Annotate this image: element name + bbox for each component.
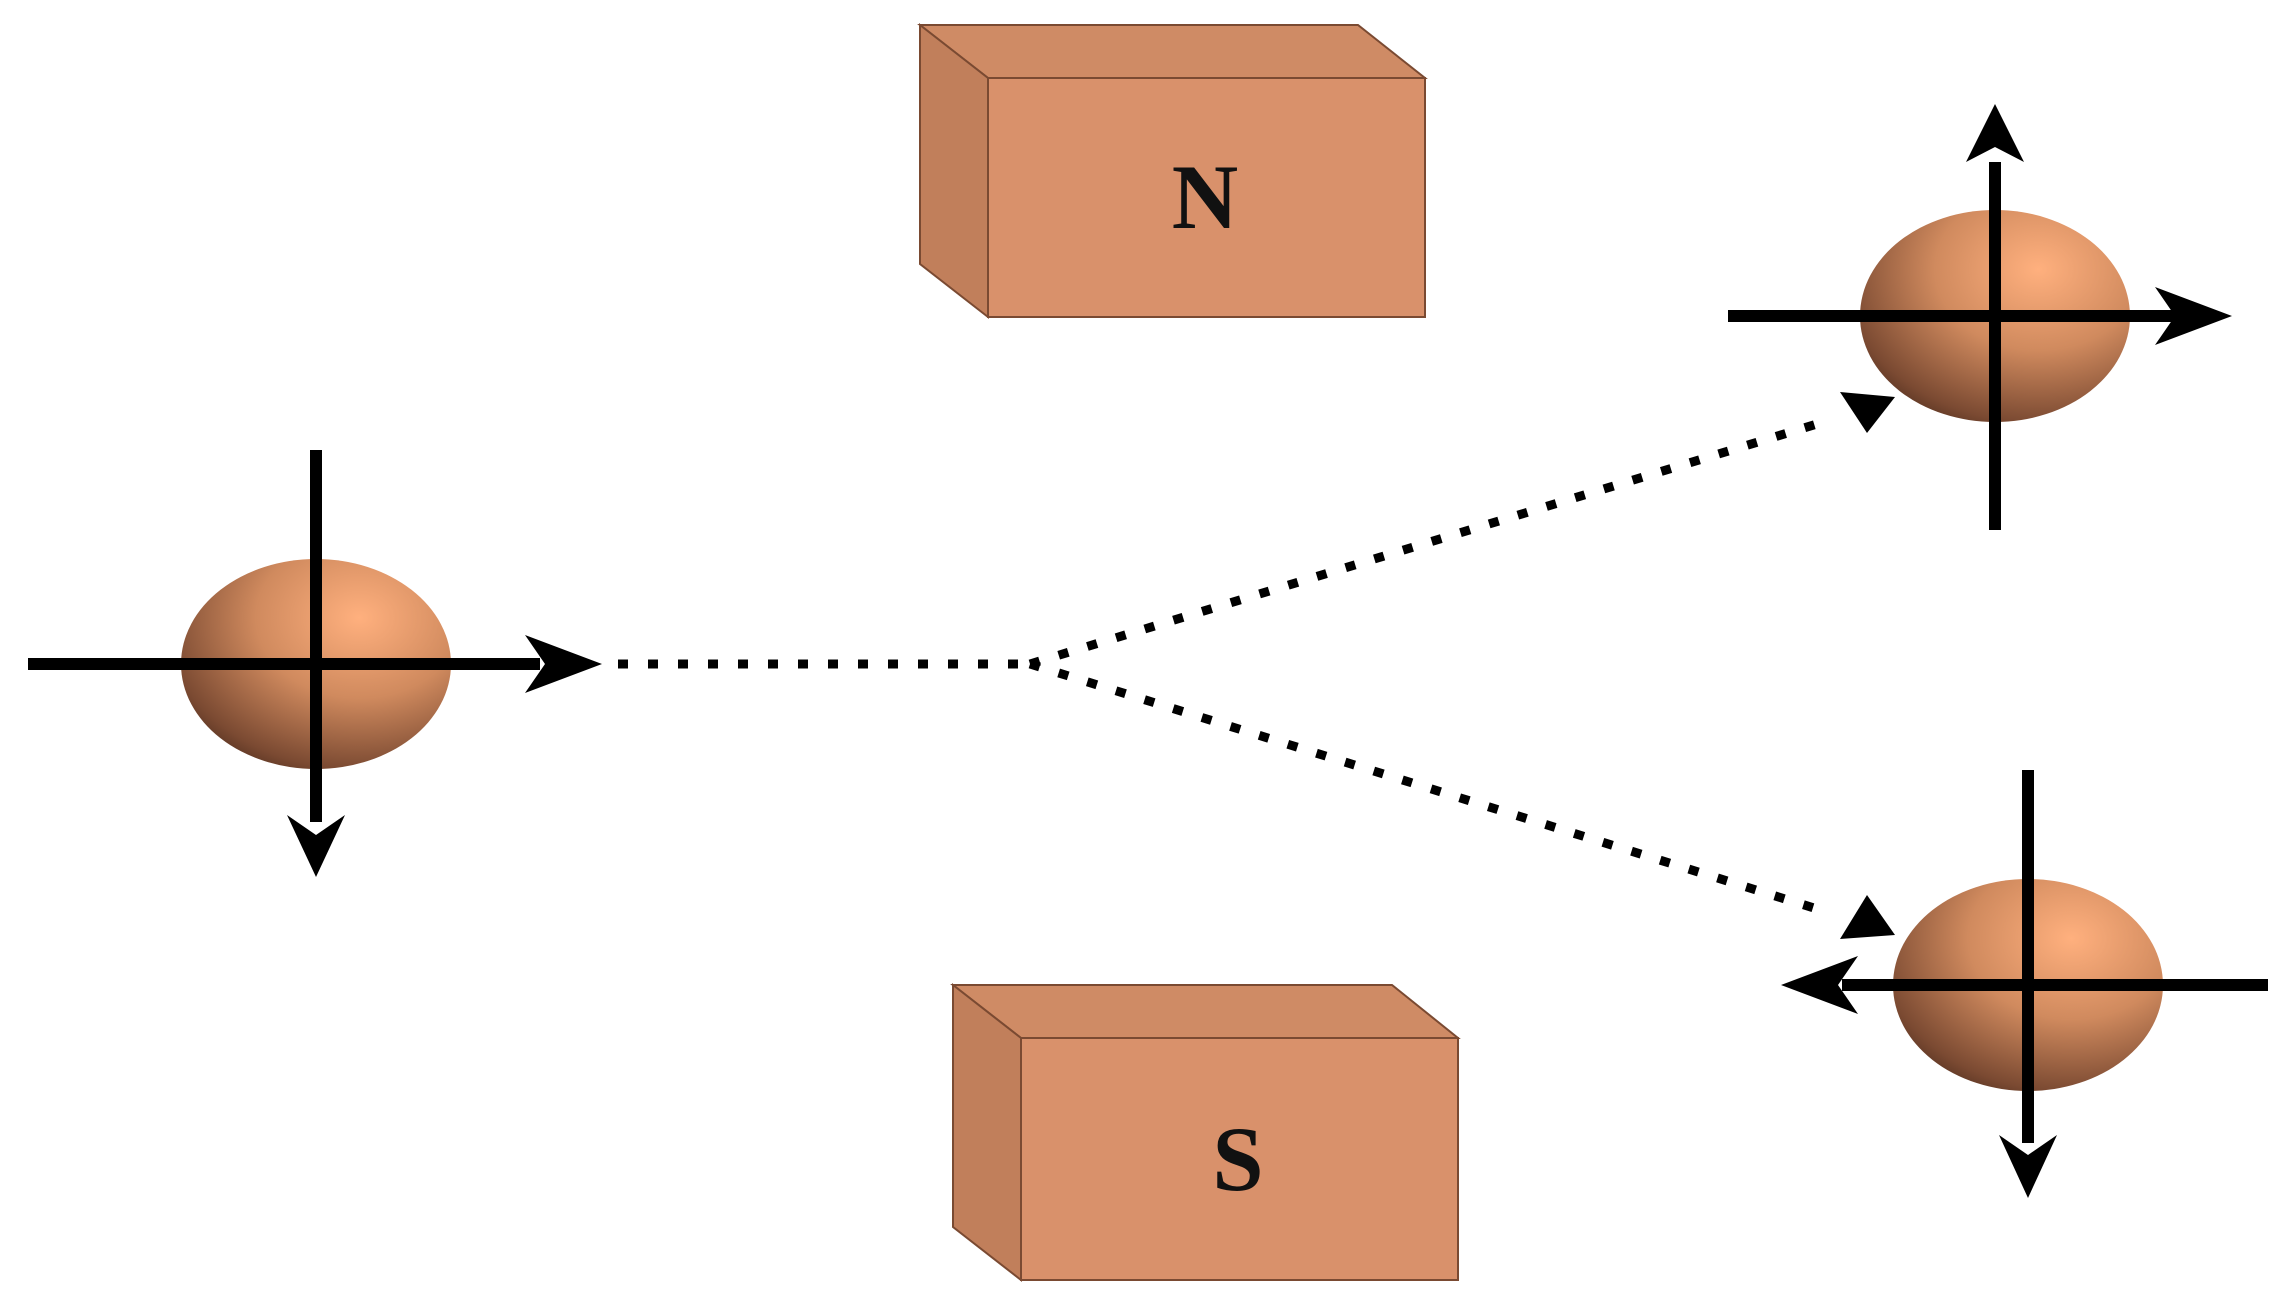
incoming-atom-right-arrow-icon (525, 635, 602, 693)
lower-deflected-beam-path (1028, 659, 1832, 918)
south-magnet: S (950, 982, 1461, 1283)
north-magnet-front (987, 77, 1426, 318)
incoming-atom-down-arrow-icon (287, 815, 345, 877)
deflected-down-atom (1781, 770, 2268, 1198)
deflected-up-atom (1728, 104, 2232, 530)
south-magnet-side (952, 982, 1022, 1283)
deflected-down-atom-left-arrow-icon (1781, 956, 1858, 1014)
incoming-atom (28, 450, 602, 877)
deflected-up-atom-right-arrow-icon (2155, 287, 2232, 345)
north-magnet-label: N (1172, 146, 1238, 248)
beam-paths (618, 415, 1832, 918)
south-magnet-label: S (1212, 1108, 1263, 1210)
lower-beam-arrowhead (1840, 895, 1895, 939)
deflected-down-atom-down-arrow-icon (1999, 1135, 2057, 1198)
deflected-up-atom-up-arrow-icon (1966, 104, 2024, 162)
north-magnet: N (917, 22, 1428, 320)
south-magnet-top (950, 984, 1461, 1039)
south-magnet-front (1020, 1037, 1459, 1281)
north-magnet-top (917, 24, 1428, 79)
upper-beam-arrowhead (1840, 392, 1895, 433)
upper-deflected-beam-path (1028, 415, 1832, 669)
north-magnet-side (919, 22, 989, 320)
